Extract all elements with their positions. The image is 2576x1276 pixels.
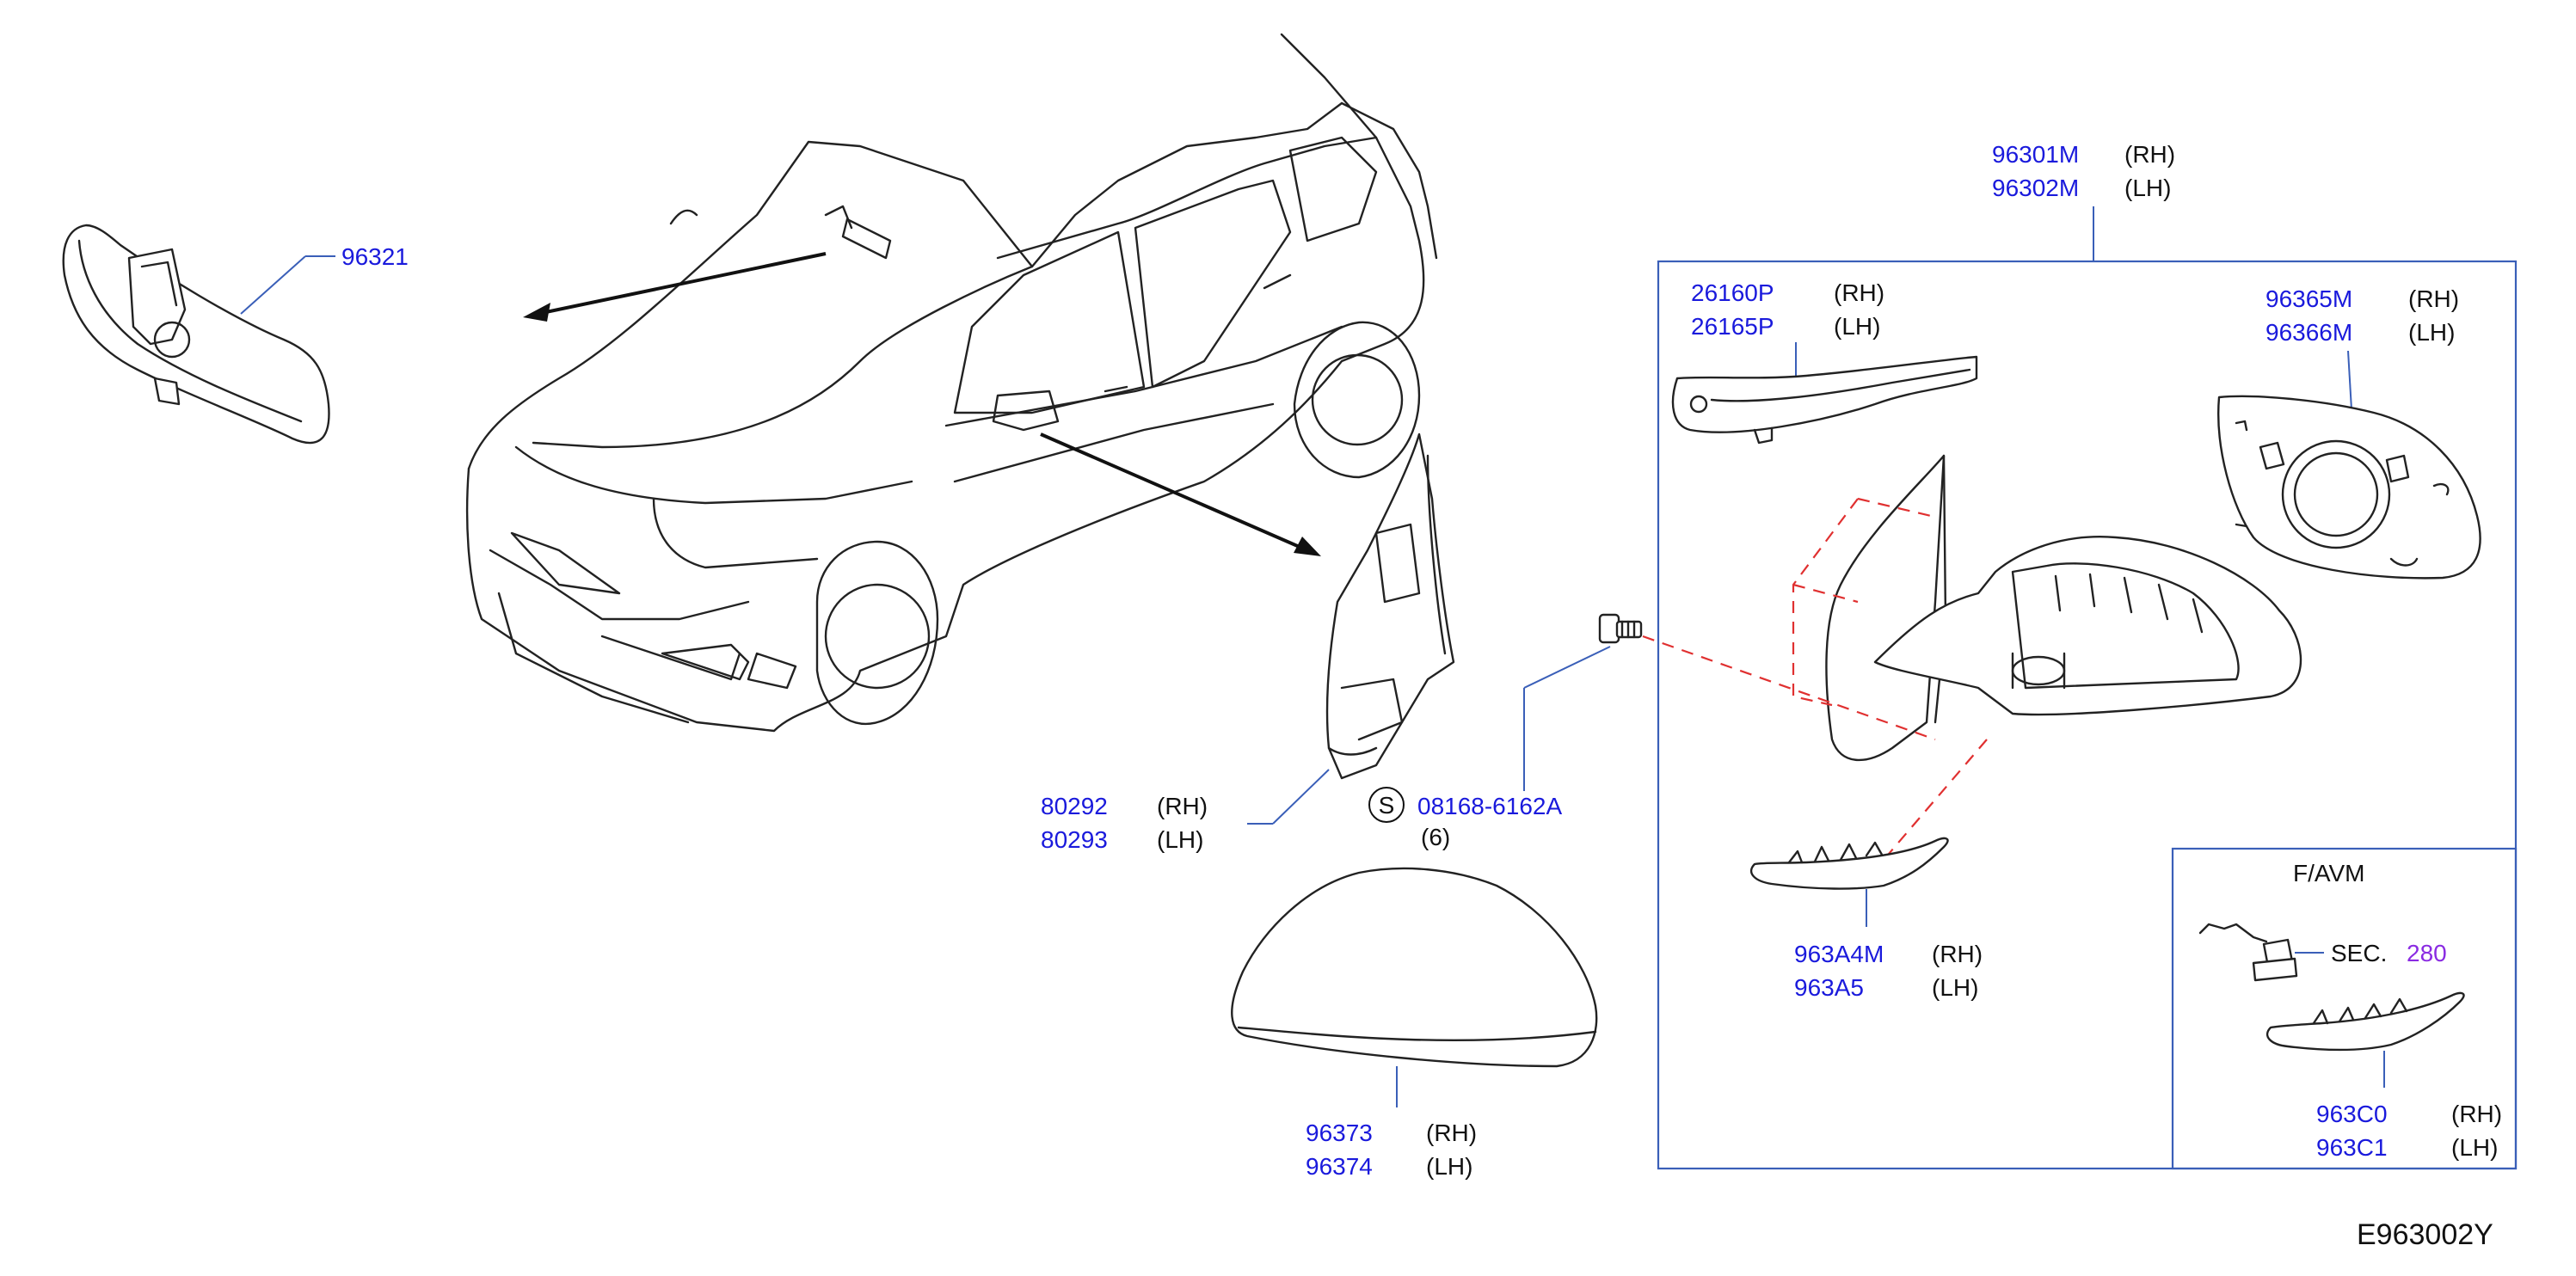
finisher-pn-rh[interactable]: 80292: [1041, 793, 1108, 819]
glass-pn-lh[interactable]: 96366M: [2266, 319, 2352, 346]
cover-lower-pn-rh[interactable]: 963A4M: [1794, 941, 1884, 967]
screw-symbol-circle: [1368, 787, 1405, 823]
glass-pn-rh[interactable]: 96365M: [2266, 285, 2352, 312]
finisher-pn-lh[interactable]: 80293: [1041, 826, 1108, 853]
favm-side-rh: (RH): [2451, 1101, 2502, 1127]
favm-pn-rh[interactable]: 963C0: [2316, 1101, 2388, 1127]
finisher-side-rh: (RH): [1157, 793, 1208, 819]
favm-side-lh: (LH): [2451, 1134, 2498, 1161]
mirror-assy-side-lh: (LH): [2124, 175, 2171, 201]
cover-pn-lh[interactable]: 96374: [1306, 1153, 1373, 1180]
turn-lamp-side-rh: (RH): [1834, 279, 1884, 306]
screw-qty: (6): [1421, 824, 1450, 850]
favm-sec-num[interactable]: 280: [2407, 940, 2447, 966]
mirror-cover-part: [1231, 867, 1598, 1068]
lower-cover-part: [1749, 837, 1949, 890]
dashed-assembly-guides: [1642, 497, 1988, 861]
cover-lower-pn-lh[interactable]: 963A5: [1794, 974, 1864, 1001]
vehicle-outline: [465, 33, 1438, 733]
turn-lamp-part: [1671, 355, 1978, 445]
inner-mirror-pn[interactable]: 96321: [341, 243, 409, 270]
favm-pn-lh[interactable]: 963C1: [2316, 1134, 2388, 1161]
favm-title: F/AVM: [2293, 860, 2364, 886]
favm-box: [2171, 847, 2518, 1170]
diagram-code: E963002Y: [2357, 1218, 2493, 1251]
glass-side-rh: (RH): [2408, 285, 2459, 312]
mirror-assembly-box: [1657, 260, 2518, 1170]
glass-side-lh: (LH): [2408, 319, 2455, 346]
camera-part: [2198, 923, 2298, 982]
favm-lower-cover-part: [2266, 991, 2465, 1052]
cover-pn-rh[interactable]: 96373: [1306, 1120, 1373, 1146]
mirror-assy-pn-rh[interactable]: 96301M: [1992, 141, 2079, 168]
cover-side-rh: (RH): [1426, 1120, 1477, 1146]
mirror-assy-side-rh: (RH): [2124, 141, 2175, 168]
favm-sec-prefix: SEC.: [2331, 940, 2387, 966]
finisher-side-lh: (LH): [1157, 826, 1203, 853]
turn-lamp-pn-rh[interactable]: 26160P: [1691, 279, 1774, 306]
mirror-assy-pn-lh[interactable]: 96302M: [1992, 175, 2079, 201]
mirror-housing-part: [1825, 454, 2302, 761]
cover-side-lh: (LH): [1426, 1153, 1472, 1180]
mirror-glass-part: [2217, 395, 2481, 580]
cover-lower-side-lh: (LH): [1932, 974, 1978, 1001]
screw-pn[interactable]: 08168-6162A: [1417, 793, 1562, 819]
screw-symbol: S: [1379, 792, 1395, 819]
inner-mirror-part: [62, 224, 330, 445]
turn-lamp-pn-lh[interactable]: 26165P: [1691, 313, 1774, 340]
cover-lower-side-rh: (RH): [1932, 941, 1983, 967]
mirror-finisher-part: [1325, 432, 1455, 780]
callout-arrows: [523, 252, 1321, 556]
screw-part: [1598, 613, 1643, 644]
turn-lamp-side-lh: (LH): [1834, 313, 1880, 340]
